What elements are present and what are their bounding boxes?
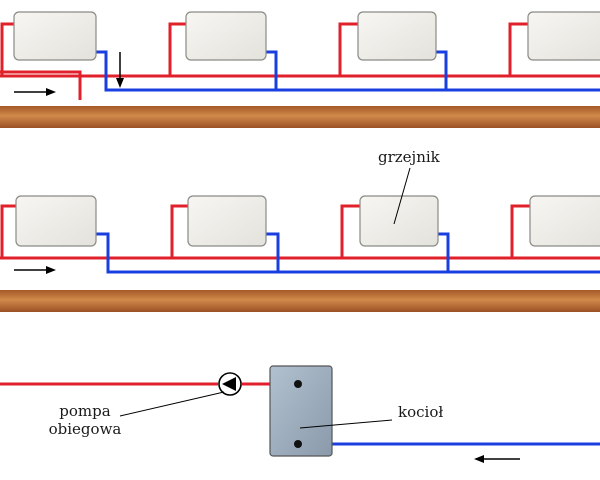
boiler-return-port [294, 440, 302, 448]
radiator-leader-line [393, 167, 411, 225]
upper-supply-riser [0, 22, 14, 76]
radiator [15, 195, 97, 247]
floor-slab-upper [0, 106, 600, 128]
radiator-label: grzejnik [378, 148, 440, 166]
flow-arrow-icon [474, 455, 520, 463]
lower-supply-riser [340, 204, 360, 258]
boiler [269, 365, 333, 457]
pump-leader-line [119, 391, 225, 417]
boiler-circuit [0, 365, 600, 463]
lower-return-pipe [96, 232, 600, 274]
lower-return-riser [266, 232, 280, 272]
radiator [187, 195, 267, 247]
boiler-label: kocioł [398, 403, 444, 421]
pump-label: pompa obiegowa [40, 402, 130, 438]
lower-supply-riser [0, 204, 16, 258]
pump-label-line1: pompa [59, 402, 111, 420]
boiler-leader-line [299, 419, 393, 429]
flow-arrow-icon [116, 52, 124, 88]
upper-return-pipe [96, 50, 600, 92]
pump-label-line2: obiegowa [48, 420, 122, 438]
radiator [529, 195, 600, 247]
radiator [185, 11, 267, 61]
upper-return-riser [436, 50, 448, 90]
flow-arrow-icon [14, 88, 56, 96]
pump-icon [218, 372, 242, 396]
floor-slab-lower [0, 290, 600, 312]
boiler-supply-port [294, 380, 302, 388]
lower-supply-riser [170, 204, 188, 258]
upper-return-riser [266, 50, 278, 90]
radiator [527, 11, 600, 61]
upper-supply-riser [338, 22, 358, 76]
radiator [13, 11, 97, 61]
upper-supply-riser [508, 22, 528, 76]
lower-floor-circuit [0, 167, 600, 274]
radiator [357, 11, 437, 61]
flow-arrow-icon [14, 266, 56, 274]
upper-floor-circuit [0, 11, 600, 100]
lower-return-riser [438, 232, 450, 272]
upper-supply-pipe [0, 70, 82, 100]
upper-supply-riser [168, 22, 186, 76]
radiator [359, 195, 439, 247]
lower-supply-riser [510, 204, 530, 258]
